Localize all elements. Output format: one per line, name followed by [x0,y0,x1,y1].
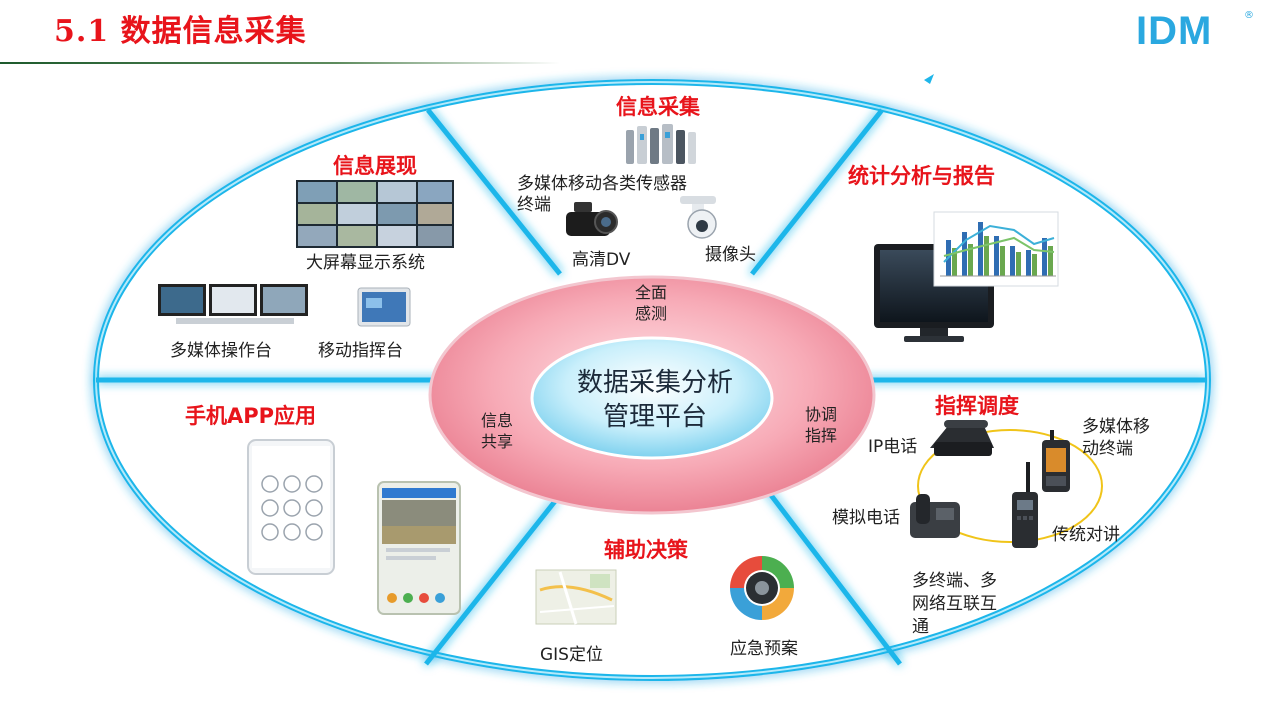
dome-camera-image [680,196,717,239]
mobile-command-tablet-image [357,287,411,327]
ring-right-line1: 协调 [804,405,837,424]
emergency-plan-label: 应急预案 [730,639,798,659]
hd-dv-image [566,202,618,236]
hd-dv-label: 高清DV [572,250,631,270]
ring-label-command: 协调 指挥 [796,404,846,446]
ring-top-line1: 全面 [634,283,667,302]
sensor-label-line1: 多媒体移动各类传感器 [517,174,687,194]
registered-mark: ® [1244,10,1254,21]
app-lock-screen-image [247,439,335,575]
multimedia-mobile-terminal-image [1042,430,1070,492]
sensor-label-line2: 终端 [517,195,551,215]
ip-phone-label: IP电话 [868,437,918,457]
sensor-devices-image [626,124,696,164]
section-title-stats: 统计分析与报告 [848,164,995,188]
center-line1: 数据采集分析 [576,368,733,398]
console-label: 多媒体操作台 [170,341,272,361]
mobile-terminal-label-line1: 多媒体移 [1082,417,1150,437]
section-title-display: 信息展现 [333,154,417,178]
center-line2: 管理平台 [602,402,707,432]
logo-text: IDM [1136,9,1213,53]
network-label-line2: 网络互联互 [912,594,997,614]
idm-logo: IDM ® [1136,8,1258,54]
mobile-command-label: 移动指挥台 [318,341,403,361]
section-title-app: 手机APP应用 [185,404,317,428]
walkie-talkie-image [1012,462,1038,548]
video-wall-label: 大屏幕显示系统 [306,253,425,273]
ring-label-perception: 全面 感测 [626,282,676,324]
section-title-decision: 辅助决策 [604,538,688,562]
section-title-dispatch: 指挥调度 [935,394,1019,418]
page-title: 5.1 数据信息采集 [54,14,307,49]
gis-map-image [535,569,617,625]
app-site-photo-image [377,481,461,615]
ring-right-line2: 指挥 [804,426,837,445]
section-dividers [96,108,1206,666]
dispatch-network-ring [917,429,1103,543]
mobile-terminal-label-line2: 动终端 [1082,439,1133,459]
multimedia-console-image [158,284,308,324]
emergency-plan-wheel-image [730,556,794,620]
platform-center-label: 数据采集分析 管理平台 [540,366,770,434]
ring-left-line1: 信息 [480,411,513,430]
bar-line-chart-image [933,211,1059,287]
camera-label: 摄像头 [705,245,756,265]
analog-phone-image [910,494,960,538]
title-underline [0,62,560,64]
ip-phone-image [930,420,994,456]
ring-top-line2: 感测 [634,304,667,323]
ring-label-sharing: 信息 共享 [472,410,522,452]
ring-left-line2: 共享 [480,432,513,451]
network-label-line3: 通 [912,617,929,637]
network-label-line1: 多终端、多 [912,571,997,591]
core-inner-ellipse [530,336,774,460]
analog-phone-label: 模拟电话 [832,508,900,528]
section-title-collect: 信息采集 [616,95,700,119]
walkie-talkie-label: 传统对讲 [1052,525,1120,545]
gis-label: GIS定位 [540,645,603,665]
video-wall-image [296,180,454,248]
